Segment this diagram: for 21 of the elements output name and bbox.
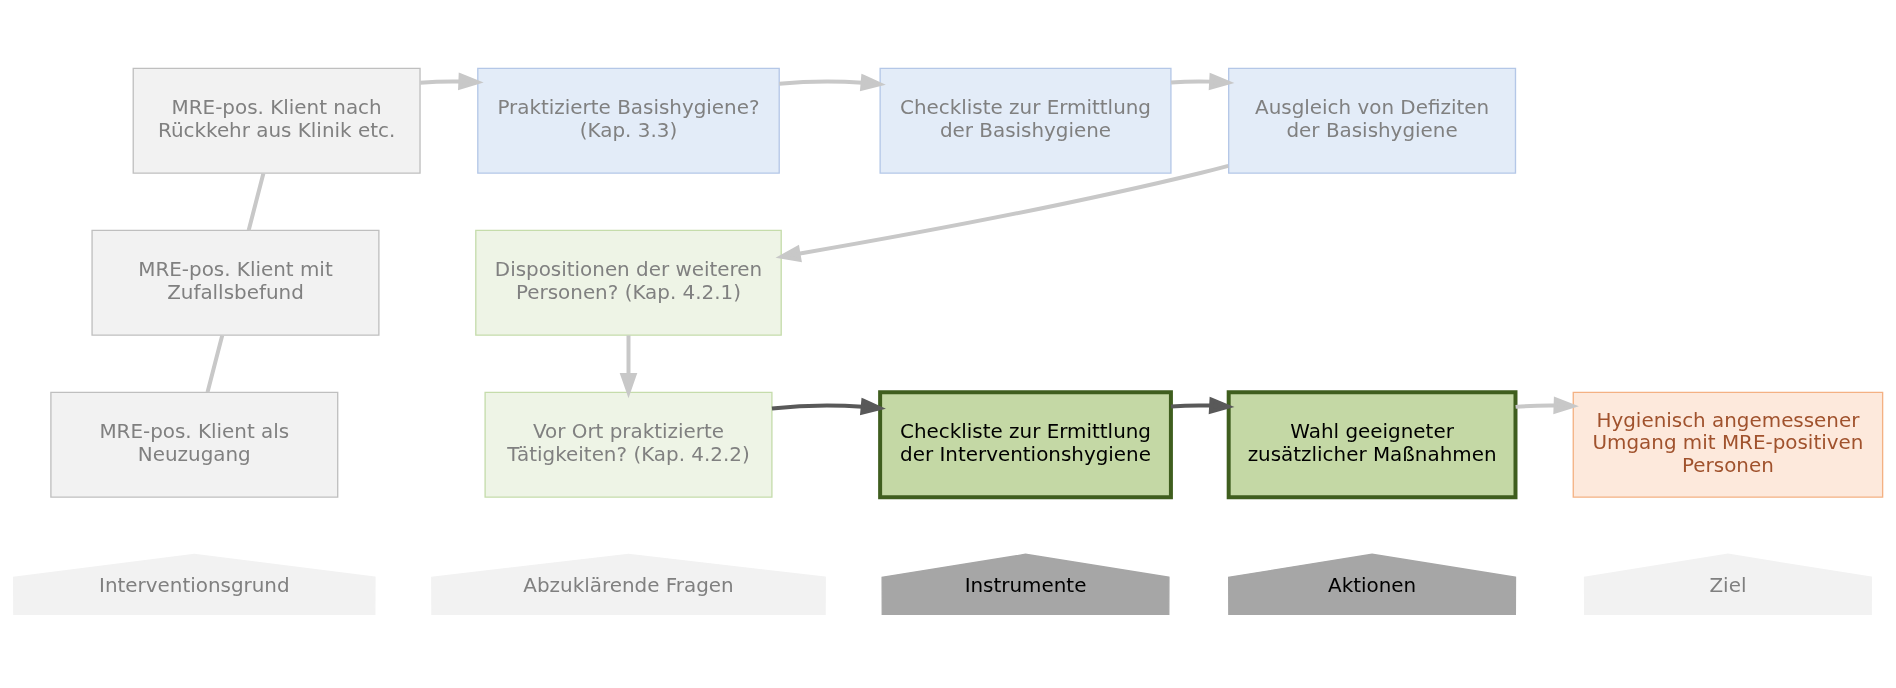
- node-box: Hygienisch angemessener Umgang mit MRE-positiven Personen: [1572, 391, 1884, 498]
- arrow: [779, 73, 886, 91]
- node-box: Vor Ort praktizierte Tätigkeiten? (Kap. 4.2.2): [484, 391, 773, 498]
- node-box: MRE-pos. Klient als Neuzugang: [50, 391, 339, 498]
- connector: [246, 172, 266, 231]
- arrow: [771, 397, 886, 415]
- node-box: Checkliste zur Ermittlung der Basishygiene: [879, 67, 1172, 174]
- arrow: [775, 163, 1229, 262]
- node-box: Praktizierte Basishygiene? (Kap. 3.3): [477, 67, 780, 174]
- node-box: Wahl geeigneter zusätzlicher Maßnahmen: [1226, 389, 1518, 499]
- node-box: Checkliste zur Ermittlung der Interventionshygiene: [878, 389, 1173, 499]
- node-box: Ausgleich von Defiziten der Basishygiene: [1228, 67, 1517, 174]
- arrow: [1170, 396, 1235, 414]
- node-box: MRE-pos. Klient mit Zufallsbefund: [91, 229, 380, 336]
- arrow: [1515, 396, 1579, 414]
- arrow: [1170, 72, 1235, 90]
- node-box: Dispositionen der weiteren Personen? (Kap. 4.2.1): [475, 229, 782, 336]
- node-box: MRE-pos. Klient nach Rückkehr aus Klinik etc.: [132, 67, 421, 174]
- arrow: [420, 72, 484, 90]
- connector: [205, 334, 225, 393]
- arrow: [619, 334, 638, 398]
